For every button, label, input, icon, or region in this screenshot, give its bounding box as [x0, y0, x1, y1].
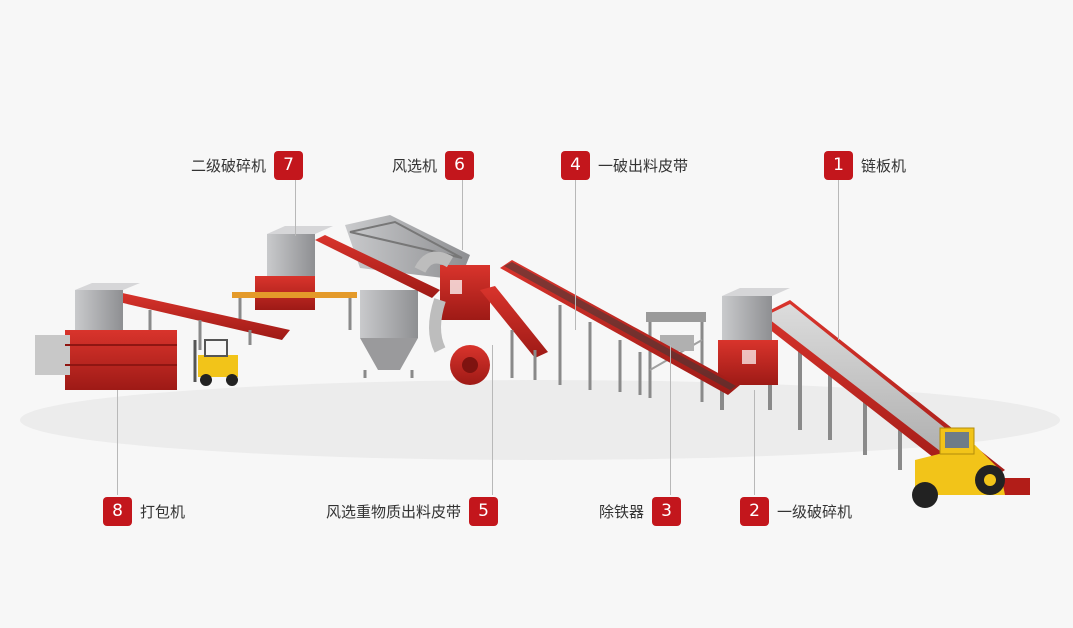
callout-number-badge: 8	[103, 496, 132, 526]
callout-air-separator: 风选机 6	[392, 150, 475, 180]
callout-number-badge: 4	[561, 150, 590, 180]
leader-line-7	[295, 180, 296, 236]
callout-label: 链板机	[861, 156, 907, 175]
callout-number-badge: 6	[445, 150, 475, 180]
callout-number-badge: 5	[469, 496, 499, 526]
primary-discharge-belt	[500, 260, 740, 395]
callout-primary-discharge-belt: 4 一破出料皮带	[561, 150, 688, 180]
wheel-loader	[912, 427, 1005, 508]
callout-baler: 8 打包机	[103, 496, 185, 526]
leader-line-5	[492, 345, 493, 495]
leader-line-8	[117, 390, 118, 495]
leader-line-3	[670, 345, 671, 495]
callout-label: 一级破碎机	[777, 502, 853, 521]
callout-primary-shredder: 2 一级破碎机	[740, 496, 852, 526]
baler	[35, 283, 177, 390]
callout-iron-remover: 除铁器 3	[599, 496, 682, 526]
callout-label: 除铁器	[599, 502, 645, 521]
callout-secondary-shredder: 二级破碎机 7	[191, 150, 304, 180]
leader-line-1	[838, 180, 839, 340]
leader-line-6	[462, 180, 463, 250]
callout-label: 风选重物质出料皮带	[326, 502, 462, 521]
callout-label: 一破出料皮带	[598, 156, 689, 175]
callout-number-badge: 2	[740, 496, 769, 526]
heavy-material-discharge-belt	[450, 286, 548, 385]
secondary-shredder	[232, 226, 440, 330]
callout-number-badge: 3	[652, 496, 682, 526]
primary-shredder	[718, 288, 790, 410]
callout-number-badge: 7	[274, 150, 304, 180]
callout-label: 风选机	[392, 156, 438, 175]
callout-label: 二级破碎机	[191, 156, 267, 175]
forklift	[193, 339, 238, 386]
callout-label: 打包机	[140, 502, 186, 521]
callout-number-badge: 1	[824, 150, 853, 180]
leader-line-4	[575, 180, 576, 330]
callout-heavy-material-discharge-belt: 风选重物质出料皮带 5	[326, 496, 499, 526]
leader-line-2	[754, 390, 755, 495]
callout-chain-plate-conveyor: 1 链板机	[824, 150, 906, 180]
